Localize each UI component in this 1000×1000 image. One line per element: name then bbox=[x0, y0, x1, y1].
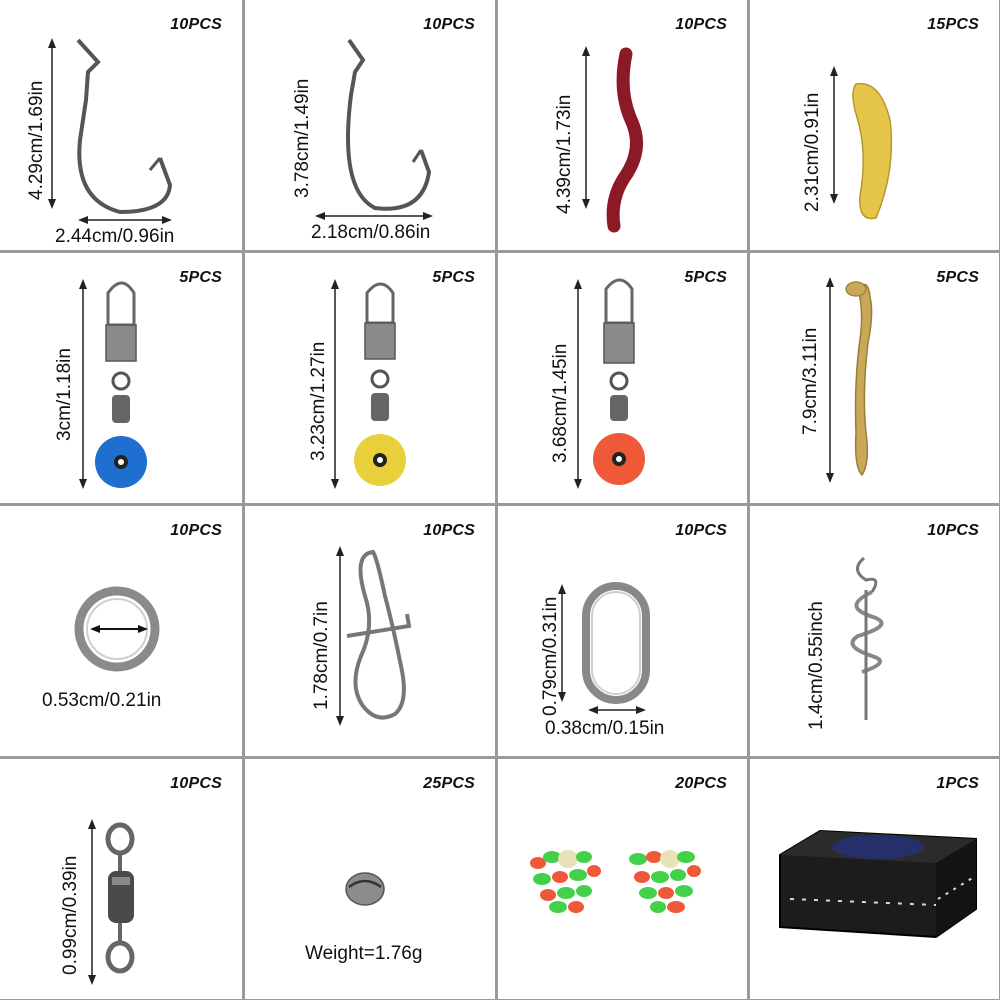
red-worm-lure-icon bbox=[582, 46, 643, 233]
yellow-float-swivel-icon bbox=[331, 279, 406, 489]
piece-count: 20PCS bbox=[675, 775, 727, 792]
piece-count: 10PCS bbox=[170, 522, 222, 539]
red-float-swivel-icon bbox=[574, 278, 645, 489]
height-label: 1.78cm/0.7in bbox=[311, 601, 332, 710]
height-label: 1.4cm/0.55inch bbox=[806, 601, 827, 730]
piece-count: 5PCS bbox=[936, 269, 979, 286]
split-shot-sinker-icon bbox=[345, 872, 385, 906]
piece-count: 10PCS bbox=[675, 16, 727, 33]
yellow-grub-lure-icon bbox=[830, 66, 893, 220]
item-cell: 10PCS 0.99cm/0.39in bbox=[0, 759, 242, 999]
piece-count: 5PCS bbox=[432, 269, 475, 286]
width-label: 2.18cm/0.86in bbox=[311, 222, 431, 243]
piece-count: 10PCS bbox=[675, 522, 727, 539]
width-label: 0.53cm/0.21in bbox=[42, 690, 162, 711]
height-label: 3.68cm/1.45in bbox=[550, 343, 571, 463]
oval-ring-icon bbox=[558, 582, 650, 714]
item-cell: 10PCS 1.78cm/0.7in bbox=[245, 506, 495, 756]
worm-hook-small-icon bbox=[315, 38, 433, 220]
spring-lock-icon bbox=[850, 556, 884, 720]
height-label: 3.78cm/1.49in bbox=[292, 78, 313, 198]
height-label: 4.39cm/1.73in bbox=[554, 94, 575, 214]
blue-float-swivel-icon bbox=[79, 279, 147, 489]
piece-count: 25PCS bbox=[423, 775, 475, 792]
width-label: 2.44cm/0.96in bbox=[55, 226, 175, 247]
height-label: 2.31cm/0.91in bbox=[802, 92, 823, 212]
height-label: 0.79cm/0.31in bbox=[540, 596, 561, 716]
barrel-swivel-icon bbox=[88, 819, 135, 985]
worm-hook-large-icon bbox=[48, 38, 173, 224]
piece-count: 10PCS bbox=[423, 522, 475, 539]
piece-count: 10PCS bbox=[170, 775, 222, 792]
item-cell: 5PCS 3.68cm/1.45in bbox=[498, 253, 747, 503]
item-cell: 25PCS Weight=1.76g bbox=[245, 759, 495, 999]
piece-count: 5PCS bbox=[684, 269, 727, 286]
shad-tail-lure-icon bbox=[826, 277, 873, 483]
item-cell: 20PCS bbox=[498, 759, 747, 999]
item-cell: 5PCS 7.9cm/3.11in bbox=[750, 253, 999, 503]
tackle-box-icon bbox=[779, 829, 977, 939]
piece-count: 15PCS bbox=[927, 16, 979, 33]
piece-count: 1PCS bbox=[936, 775, 979, 792]
item-cell: 1PCS bbox=[750, 759, 999, 999]
piece-count: 10PCS bbox=[170, 16, 222, 33]
piece-count: 5PCS bbox=[179, 269, 222, 286]
item-cell: 10PCS 3.78cm/1.49in 2.18cm/0.86in bbox=[245, 0, 495, 250]
piece-count: 10PCS bbox=[423, 16, 475, 33]
item-cell: 5PCS 3cm/1.18in bbox=[0, 253, 242, 503]
piece-count: 10PCS bbox=[927, 522, 979, 539]
item-cell: 10PCS 4.39cm/1.73in bbox=[498, 0, 747, 250]
snap-clip-icon bbox=[336, 546, 412, 726]
height-label: 0.99cm/0.39in bbox=[60, 855, 81, 975]
height-label: 7.9cm/3.11in bbox=[800, 327, 821, 435]
height-label: 4.29cm/1.69in bbox=[26, 80, 47, 200]
height-label: 3.23cm/1.27in bbox=[308, 341, 329, 461]
item-cell: 15PCS 2.31cm/0.91in bbox=[750, 0, 999, 250]
item-cell: 10PCS 4.29cm/1.69in 2.44cm/0.96in bbox=[0, 0, 242, 250]
height-label: 3cm/1.18in bbox=[54, 348, 75, 441]
item-cell: 10PCS 1.4cm/0.55inch bbox=[750, 506, 999, 756]
item-cell: 10PCS 0.53cm/0.21in bbox=[0, 506, 242, 756]
split-ring-icon bbox=[74, 586, 160, 672]
weight-label: Weight=1.76g bbox=[305, 943, 423, 964]
fishing-beads-icon bbox=[530, 850, 701, 913]
width-label: 0.38cm/0.15in bbox=[545, 718, 665, 739]
item-cell: 5PCS 3.23cm/1.27in bbox=[245, 253, 495, 503]
item-cell: 10PCS 0.79cm/0.31in 0.38cm/0.15in bbox=[498, 506, 747, 756]
